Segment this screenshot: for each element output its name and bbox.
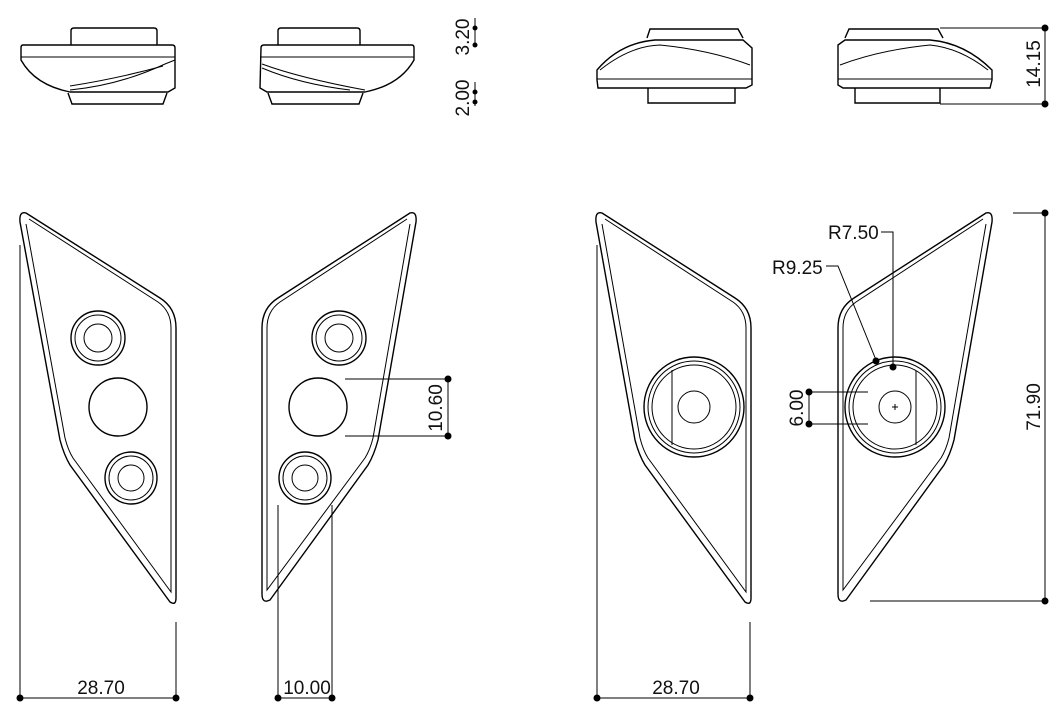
dim-bottom-thickness: 2.00 bbox=[453, 80, 474, 117]
plate-4 bbox=[837, 212, 993, 602]
dim-radius-inner: R7.50 bbox=[828, 223, 879, 244]
dim-top-thickness: 3.20 bbox=[453, 19, 474, 56]
side-view-4 bbox=[837, 28, 993, 104]
side-view-2 bbox=[259, 27, 415, 105]
dim-boss-offset: 6.00 bbox=[787, 390, 808, 427]
dim-total-height: 14.15 bbox=[1024, 40, 1045, 88]
plate-2 bbox=[261, 212, 417, 602]
dim-right-width: 28.70 bbox=[652, 678, 700, 699]
side-view-3 bbox=[596, 28, 753, 104]
dimension-lines bbox=[16, 18, 1049, 702]
dim-plate-length: 71.90 bbox=[1024, 383, 1045, 431]
dim-slot-width: 10.00 bbox=[283, 678, 331, 699]
plate-1 bbox=[19, 212, 177, 605]
side-view-1 bbox=[20, 27, 176, 105]
plate-3 bbox=[595, 212, 752, 605]
dim-left-width: 28.70 bbox=[77, 678, 125, 699]
dim-radius-outer: R9.25 bbox=[772, 258, 823, 279]
dim-hole-spacing: 10.60 bbox=[426, 384, 447, 432]
